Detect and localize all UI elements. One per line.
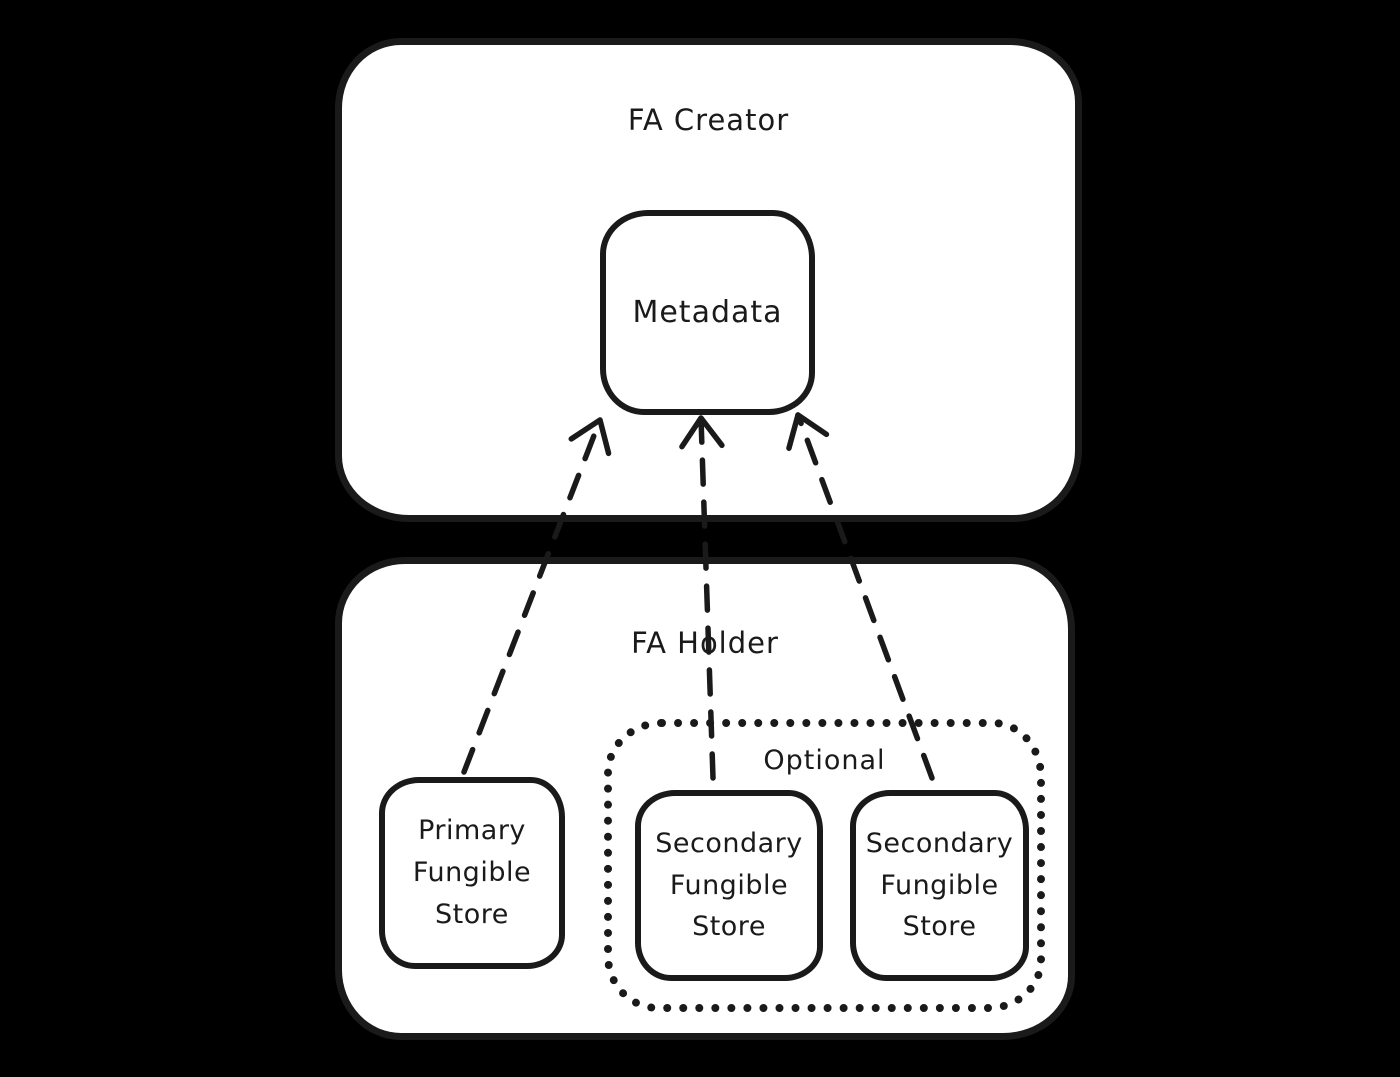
metadata-box: Metadata	[600, 210, 815, 415]
fa-creator-container: FA Creator Metadata	[335, 38, 1082, 522]
fa-holder-label: FA Holder	[631, 626, 779, 660]
fa-creator-label: FA Creator	[627, 103, 790, 137]
fa-holder-container: FA Holder Primary Fungible Store Optiona…	[335, 557, 1075, 1040]
secondary-fungible-store-box-2: Secondary Fungible Store	[850, 790, 1029, 981]
secondary-fungible-store-box-1: Secondary Fungible Store	[635, 790, 823, 981]
metadata-label: Metadata	[632, 295, 783, 330]
secondary-fungible-store-2-label: Secondary Fungible Store	[865, 827, 1014, 943]
primary-fungible-store-box: Primary Fungible Store	[379, 777, 565, 969]
optional-group: Optional Secondary Fungible Store Second…	[604, 719, 1045, 1012]
optional-group-label: Optional	[763, 745, 886, 776]
secondary-fungible-store-1-label: Secondary Fungible Store	[655, 827, 803, 943]
primary-fungible-store-label: Primary Fungible Store	[412, 815, 532, 930]
